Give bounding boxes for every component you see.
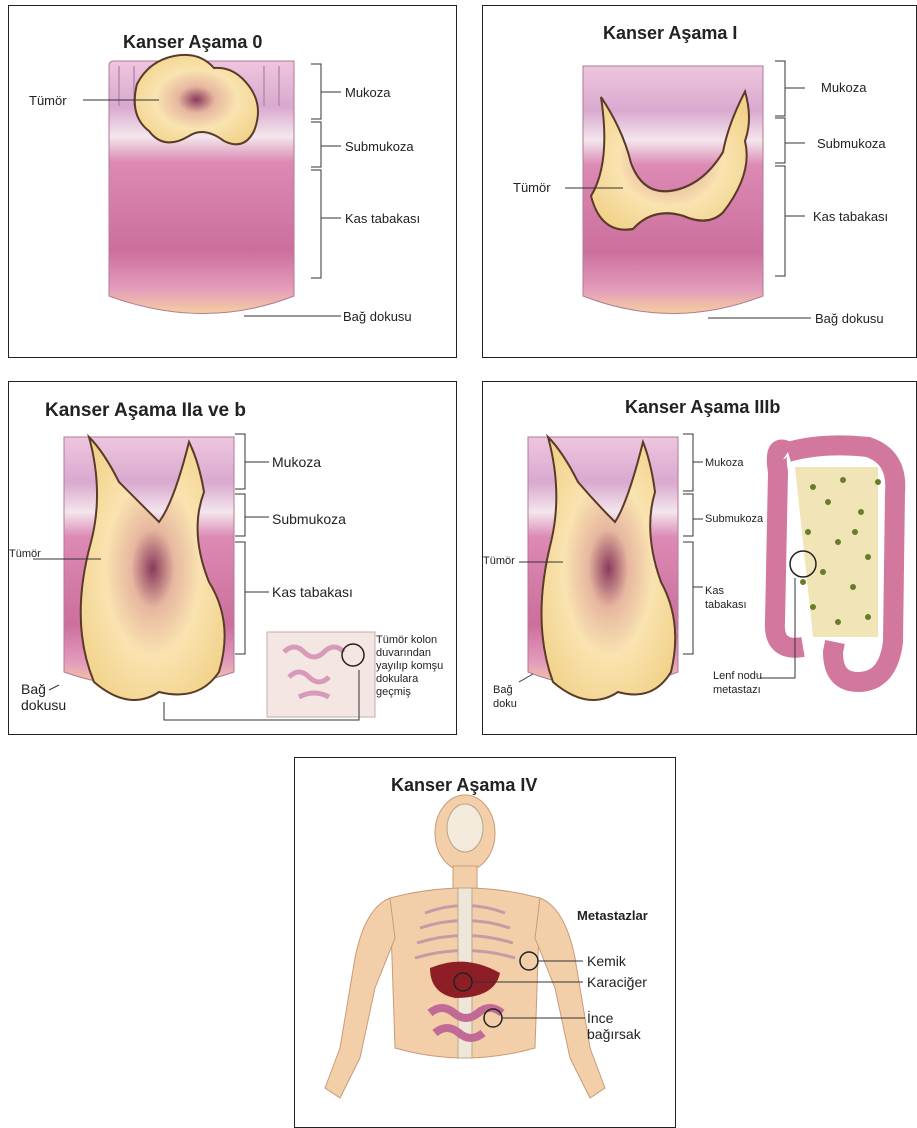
- metastases-heading: Metastazlar: [577, 908, 648, 923]
- spread-note: Tümör kolon duvarından yayılıp komşu dok…: [376, 634, 443, 699]
- submucosa-label: Submukoza: [817, 136, 886, 151]
- panel-stage-1: Kanser Aşama I Tümör Mukoza Submukoza Ka…: [482, 5, 917, 358]
- stage-4-title: Kanser Aşama IV: [391, 775, 537, 796]
- connective-label: Bağ dokusu: [343, 309, 412, 324]
- panel-stage-2: Kanser Aşama IIa ve b Tümör Mukoza Submu…: [8, 381, 457, 735]
- connective-label-line1: Bağ: [21, 682, 46, 697]
- connective-label: Bağ dokusu: [815, 311, 884, 326]
- intestine-label-line2: bağırsak: [587, 1027, 641, 1042]
- mucosa-label: Mukoza: [705, 457, 744, 470]
- submucosa-label: Submukoza: [705, 513, 763, 526]
- mucosa-label: Mukoza: [821, 80, 867, 95]
- intestine-label-line1: İnce: [587, 1011, 613, 1026]
- connective-label-line2: doku: [493, 698, 517, 711]
- stage-2-title: Kanser Aşama IIa ve b: [45, 400, 246, 422]
- stage-3-illustration: [483, 382, 916, 734]
- tumor-label: Tümör: [9, 548, 41, 561]
- stage-1-title: Kanser Aşama I: [603, 23, 737, 44]
- tumor-label: Tümör: [513, 180, 551, 195]
- stage-0-illustration: [9, 6, 456, 357]
- connective-label-line1: Bağ: [493, 684, 513, 697]
- tumor-label: Tümör: [483, 555, 515, 568]
- stage-4-illustration: [295, 758, 675, 1127]
- panel-stage-4: Kanser Aşama IV Metastazlar Kemik Karaci…: [294, 757, 676, 1128]
- connective-label-line2: dokusu: [21, 698, 66, 713]
- mucosa-label: Mukoza: [272, 455, 321, 470]
- stage-3-title: Kanser Aşama IIIb: [625, 397, 780, 418]
- lymph-label-line1: Lenf nodu: [713, 670, 762, 683]
- submucosa-label: Submukoza: [272, 512, 346, 527]
- panel-stage-0: Kanser Aşama 0 Tümör Mukoza Submukoza Ka…: [8, 5, 457, 358]
- muscle-label-line2: tabakası: [705, 599, 747, 612]
- stage-0-title: Kanser Aşama 0: [123, 32, 262, 53]
- submucosa-label: Submukoza: [345, 139, 414, 154]
- muscle-label-line1: Kas: [705, 585, 724, 598]
- muscle-label: Kas tabakası: [813, 209, 888, 224]
- muscle-label: Kas tabakası: [272, 585, 353, 600]
- panel-stage-3: Kanser Aşama IIIb Tümör Mukoza Submukoza…: [482, 381, 917, 735]
- mucosa-label: Mukoza: [345, 85, 391, 100]
- tumor-label: Tümör: [29, 93, 67, 108]
- bone-label: Kemik: [587, 954, 626, 969]
- liver-label: Karaciğer: [587, 975, 647, 990]
- lymph-label-line2: metastazı: [713, 684, 761, 697]
- muscle-label: Kas tabakası: [345, 211, 420, 226]
